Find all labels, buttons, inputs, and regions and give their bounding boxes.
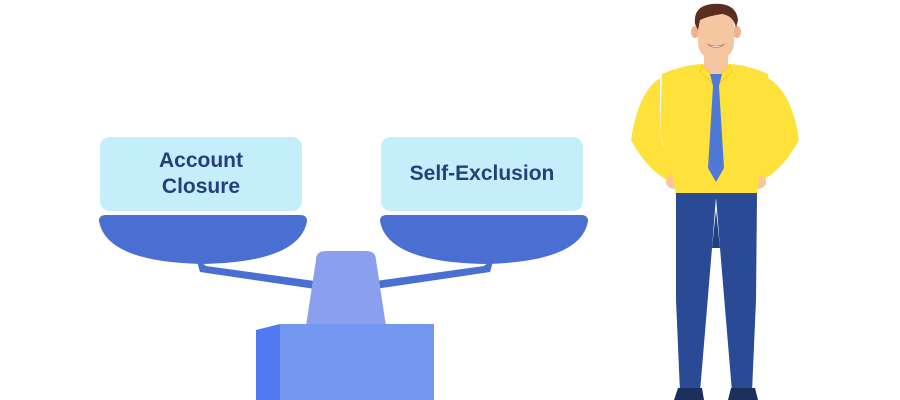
account-closure-label-box: Account Closure (100, 137, 302, 211)
self-exclusion-label-box: Self-Exclusion (381, 137, 583, 211)
account-closure-label: Account Closure (159, 149, 243, 198)
ear-left (691, 26, 699, 38)
scale-base-side (256, 324, 280, 400)
scale-base-front (280, 324, 434, 400)
right-shoe (728, 388, 758, 400)
leg-shadow (712, 210, 720, 248)
right-leg (716, 197, 757, 392)
self-exclusion-label: Self-Exclusion (409, 162, 555, 185)
belt (676, 193, 757, 199)
ear-right (733, 26, 741, 38)
right-pan (380, 215, 588, 264)
face (698, 10, 734, 60)
left-leg (676, 197, 716, 392)
balance-scale (99, 215, 588, 400)
standing-man-icon (631, 3, 799, 400)
left-pan (99, 215, 307, 264)
right-arm (368, 258, 494, 290)
scale-pivot (306, 251, 386, 326)
left-arm (196, 258, 322, 290)
tie (708, 74, 724, 182)
smile (706, 43, 726, 48)
left-shoe (674, 388, 704, 400)
hair (694, 3, 738, 31)
